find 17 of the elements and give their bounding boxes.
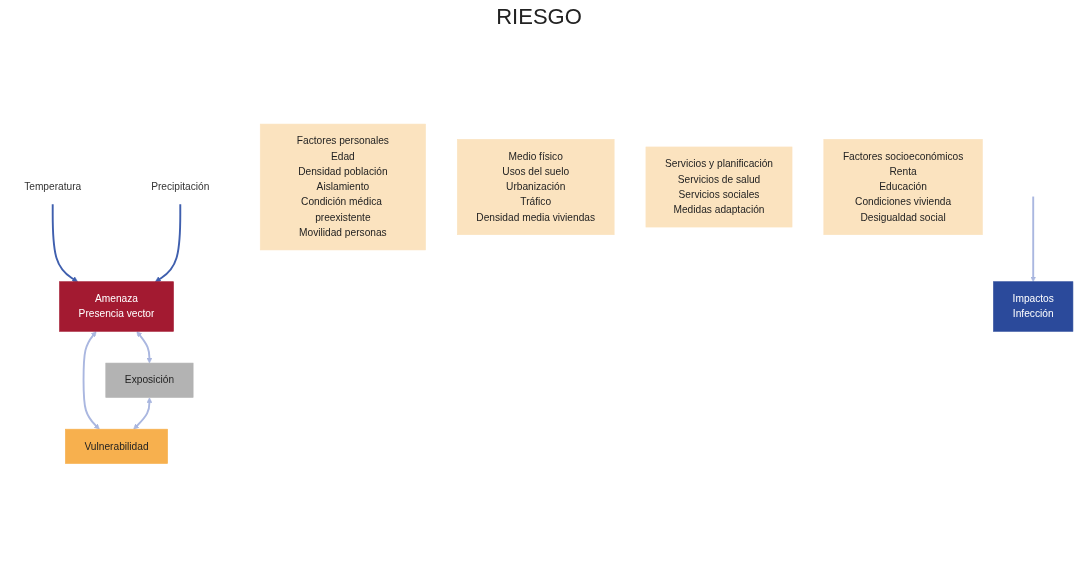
node-box: Exposición [105,362,194,398]
node-box: Factores personales Edad Densidad población Aislamiento Condición médica preexistente Movilidad personas [259,123,426,251]
node-text: Temperatura [24,181,82,193]
arrow [136,331,153,364]
arrow [133,397,153,430]
arrow [155,203,182,283]
diagram-label: RIESGO [496,4,582,29]
node-box: Servicios y planificación Servicios de salud Servicios sociales Medidas adaptación [645,146,793,228]
node-box: Vulnerabilidad [65,429,168,465]
node-box: Amenaza Presencia vector [59,281,174,332]
node-box: Impactos Infección [993,281,1074,332]
arrow [1030,195,1036,283]
node-box: Medio físico Usos del suelo Urbanización Tráfico Densidad media viviendas [456,139,615,236]
node-text: Precipitación [151,181,210,193]
arrow [82,331,100,430]
node-box: Factores socioeconómicos Renta Educación Condiciones vivienda Desigualdad social [823,139,983,236]
arrow [51,203,78,283]
